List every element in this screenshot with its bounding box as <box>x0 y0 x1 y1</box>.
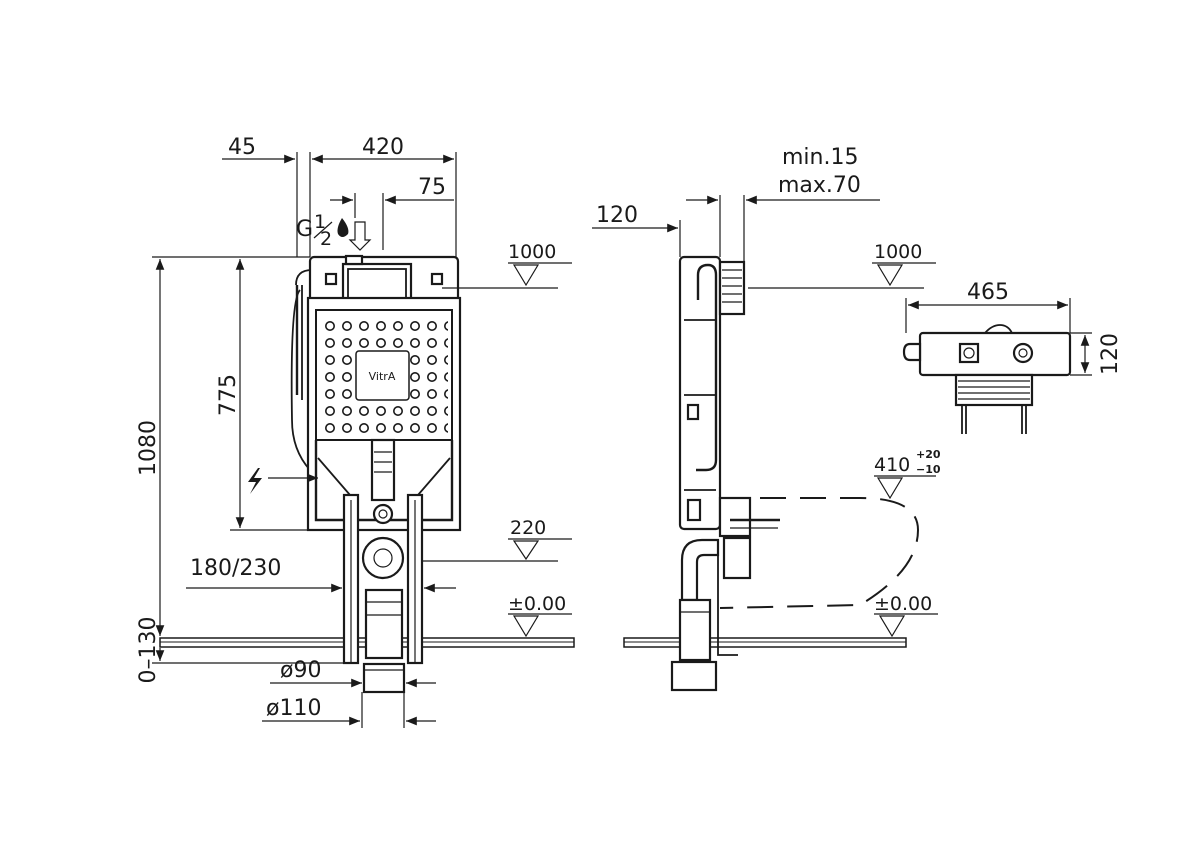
level-floor-front-label: ±0.00 <box>508 593 566 615</box>
dim-420-label: 420 <box>362 135 404 160</box>
top-square-fitting <box>958 342 980 364</box>
level-410: 410 +20 −10 <box>874 448 941 500</box>
top-round-fitting <box>1012 342 1034 364</box>
level-floor-front: ±0.00 <box>508 593 572 638</box>
inlet-label-num: 1 <box>314 211 326 233</box>
dim-wall-range: min.15 max.70 <box>686 145 880 262</box>
left-clip <box>324 272 338 286</box>
dim-ø90: ø90 <box>270 658 436 688</box>
dim-465-label: 465 <box>967 280 1009 305</box>
side-frame <box>678 255 722 531</box>
side-outlet-bend <box>680 538 720 602</box>
dim-75: 75 <box>330 175 454 250</box>
outlet-connector <box>361 536 405 580</box>
level-1000-front: 1000 <box>442 241 572 289</box>
side-drain-pipe <box>678 598 712 662</box>
floor-line-side <box>623 637 907 648</box>
drain-outlet <box>362 662 406 694</box>
dim-45: 45 <box>222 135 295 164</box>
brand-logo: VitrA <box>369 370 396 383</box>
water-drop-icon <box>337 218 349 237</box>
dim-wall-max-label: max.70 <box>778 173 861 198</box>
dim-wall-min-label: min.15 <box>782 145 858 170</box>
side-drain-outlet <box>670 660 718 692</box>
wall-bracket <box>718 260 746 316</box>
dim-775: 775 <box>216 259 310 531</box>
dim-120-top: 120 <box>1070 332 1123 376</box>
dim-45-label: 45 <box>228 135 256 160</box>
level-410-label: 410 <box>874 454 910 476</box>
dim-ø90-label: ø90 <box>280 658 321 683</box>
top-body <box>918 331 1072 377</box>
dim-1080: 1080 <box>136 256 310 636</box>
inlet-label-g: G <box>296 217 313 242</box>
level-1000-side-label: 1000 <box>874 241 922 263</box>
level-410-tol-plus: +20 <box>916 448 941 461</box>
inlet-label-den: 2 <box>320 228 332 250</box>
bowl-connector <box>718 496 752 538</box>
top-view: 465 120 <box>902 280 1123 434</box>
level-floor-side-label: ±0.00 <box>874 593 932 615</box>
level-1000-front-label: 1000 <box>508 241 556 263</box>
dim-75-label: 75 <box>418 175 446 200</box>
brand-badge <box>355 350 410 401</box>
dim-465: 465 <box>905 280 1071 333</box>
dim-180-230: 180/230 <box>186 556 456 593</box>
dim-120-top-label: 120 <box>1098 333 1123 375</box>
front-view: VitrA G 1 2 45 <box>136 135 575 728</box>
elbow-flange <box>372 503 394 525</box>
dim-0-130-label: 0–130 <box>136 617 161 684</box>
dim-1080-label: 1080 <box>136 420 161 476</box>
bowl-outline <box>719 497 920 609</box>
level-floor-side: ±0.00 <box>874 593 938 638</box>
dim-ø110-label: ø110 <box>266 696 321 721</box>
bowl-bracket <box>722 536 752 580</box>
right-clip <box>430 272 444 286</box>
inlet-arrow-icon <box>348 221 372 251</box>
inlet-connector <box>344 254 364 266</box>
level-1000-side: 1000 <box>748 241 936 289</box>
electric-icon <box>248 468 262 494</box>
top-side-clip <box>902 342 922 362</box>
level-220: 220 <box>422 517 572 562</box>
flush-pipe <box>370 438 396 502</box>
dim-120-side: 120 <box>592 195 721 257</box>
dim-180-230-label: 180/230 <box>190 556 281 581</box>
level-220-label: 220 <box>510 517 546 539</box>
level-410-tol-minus: −10 <box>916 463 941 476</box>
top-bracket <box>954 373 1034 407</box>
side-support-rod <box>717 540 738 656</box>
dim-775-label: 775 <box>216 374 241 416</box>
side-view: 120 min.15 max.70 1000 410 +20 −10 <box>592 145 941 692</box>
side-hose-loop <box>696 263 718 472</box>
dim-120-side-label: 120 <box>596 203 638 228</box>
drain-pipe <box>364 588 404 660</box>
dim-0-130: 0–130 <box>136 617 344 684</box>
dim-420: 420 <box>296 135 457 257</box>
dim-ø110: ø110 <box>262 692 436 728</box>
